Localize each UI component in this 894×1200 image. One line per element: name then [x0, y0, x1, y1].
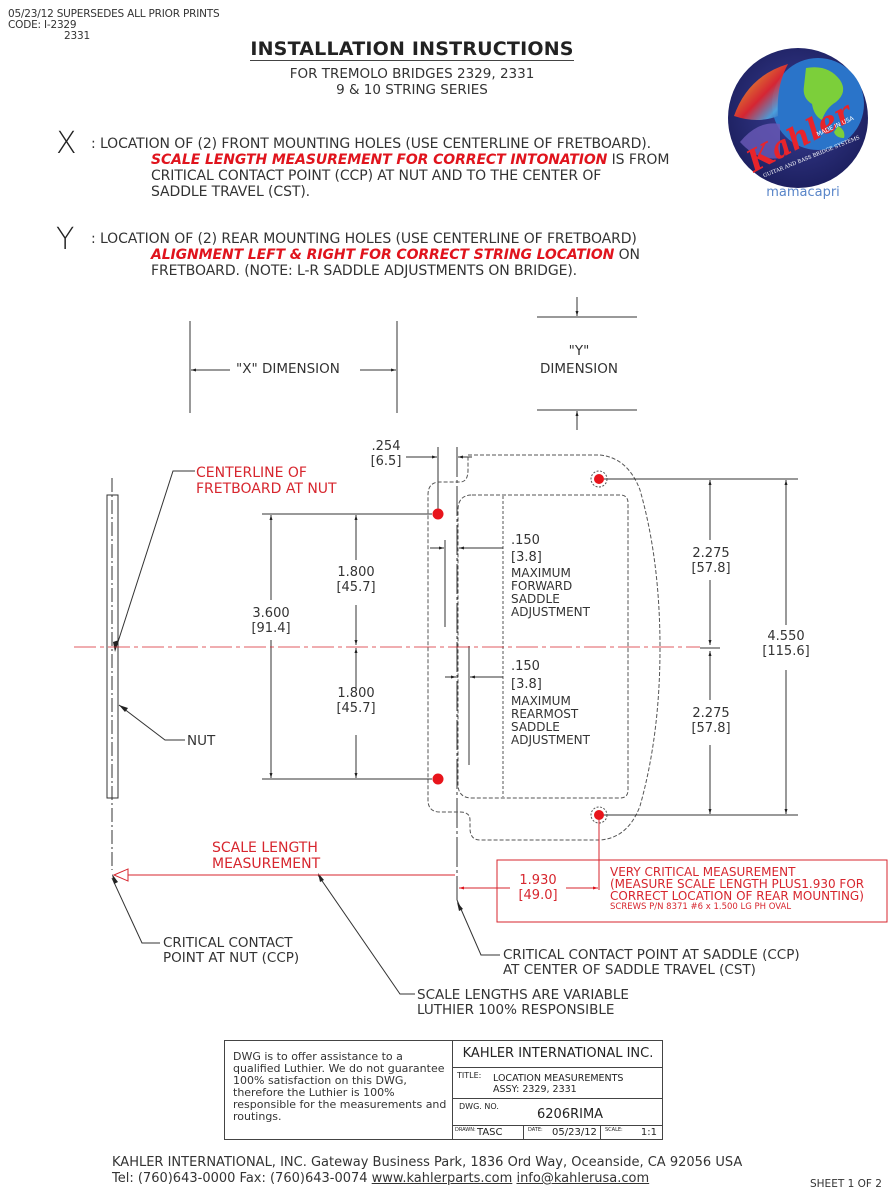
website-link[interactable]: www.kahlerparts.com — [371, 1171, 513, 1186]
code-line-2: 2331 — [64, 30, 90, 42]
dim-1800-top: 1.800[45.7] — [336, 565, 376, 595]
page-subtitle: FOR TREMOLO BRIDGES 2329, 2331 9 & 10 ST… — [289, 66, 535, 98]
ccp-nut-leader — [111, 877, 160, 944]
footer-address: KAHLER INTERNATIONAL, INC. Gateway Busin… — [112, 1155, 743, 1170]
note-x-line1: : LOCATION OF (2) FRONT MOUNTING HOLES (… — [91, 136, 651, 152]
ccp-saddle-label: CRITICAL CONTACT POINT AT SADDLE (CCP) A… — [503, 947, 800, 978]
footer: KAHLER INTERNATIONAL, INC. Gateway Busin… — [112, 1155, 742, 1187]
dim-3600: 3.600[91.4] — [251, 606, 291, 636]
ccp-nut-label: CRITICAL CONTACT POINT AT NUT (CCP) — [163, 935, 300, 966]
rear-hole-top — [594, 474, 604, 484]
x-dimension-label: "X" DIMENSION — [236, 361, 340, 377]
scale-length-label: SCALE LENGTH MEASUREMENT — [212, 840, 321, 872]
dim-2275-bottom: 2.275[57.8] — [691, 706, 731, 736]
title-block: DWG is to offer assistance to a qualifie… — [224, 1040, 663, 1140]
bridge-outline — [427, 454, 661, 841]
nut-leader — [118, 704, 185, 741]
dim-1800-bottom: 1.800[45.7] — [336, 686, 376, 716]
note-y-letter: Y — [56, 222, 75, 257]
note-y-line1: : LOCATION OF (2) REAR MOUNTING HOLES (U… — [91, 231, 637, 247]
nut-label: NUT — [187, 733, 216, 749]
note-x-letter: X — [56, 126, 77, 161]
dim-150-forward: .150 [3.8] MAXIMUM FORWARD SADDLE ADJUST… — [511, 533, 590, 619]
rear-hole-bottom — [594, 810, 604, 820]
dim-254: .254[6.5] — [370, 439, 402, 469]
front-hole-top — [432, 508, 444, 520]
rainbow — [734, 64, 788, 120]
dim-2275-top: 2.275[57.8] — [691, 546, 731, 576]
sheet-number: SHEET 1 OF 2 — [810, 1178, 882, 1190]
dwg-no: 6206RIMA — [537, 1107, 604, 1122]
dim-150-rearmost: .150 [3.8] MAXIMUM REARMOST SADDLE ADJUS… — [511, 659, 590, 747]
dim-4550: 4.550[115.6] — [762, 629, 810, 659]
note-x-line4: SADDLE TRAVEL (CST). — [151, 184, 311, 200]
globe-land — [803, 67, 844, 120]
critical-measurement-note: VERY CRITICAL MEASUREMENT (MEASURE SCALE… — [610, 865, 865, 912]
centerline-leader — [116, 470, 195, 646]
note-x-line2: SCALE LENGTH MEASUREMENT FOR CORRECT INT… — [151, 152, 670, 168]
dim-1930: 1.930[49.0] — [518, 873, 558, 903]
revision-info: 05/23/12 SUPERSEDES ALL PRIOR PRINTS COD… — [8, 8, 220, 42]
y-dimension-label: "Y" DIMENSION — [540, 343, 618, 377]
disclaimer: DWG is to offer assistance to a qualifie… — [233, 1050, 447, 1123]
critical-measurement-box — [496, 859, 888, 923]
logo-watermark: mamacapri — [766, 185, 840, 200]
note-x-line3: CRITICAL CONTACT POINT (CCP) AT NUT AND … — [151, 168, 602, 184]
email-link[interactable]: info@kahlerusa.com — [516, 1171, 650, 1186]
company-name: KAHLER INTERNATIONAL INC. — [453, 1041, 663, 1068]
page-title: INSTALLATION INSTRUCTIONS — [250, 38, 574, 61]
saddle-cavity-outline — [457, 494, 629, 799]
kahler-logo: Kahler MADE IN USA GUITAR AND BASS BRIDG… — [718, 46, 882, 206]
supersedes-line: 05/23/12 SUPERSEDES ALL PRIOR PRINTS — [8, 8, 220, 20]
drawn-date-scale-row: DRAWN: TASC DATE: 05/23/12 SCALE: 1:1 — [455, 1126, 657, 1139]
dwg-no-row: DWG. NO. 6206RIMA — [453, 1099, 663, 1126]
scale-length-arrowhead — [112, 868, 129, 882]
code-line: CODE: I-2329 — [8, 19, 77, 31]
note-y-line2: ALIGNMENT LEFT & RIGHT FOR CORRECT STRIN… — [151, 247, 640, 263]
centerline-label: CENTERLINE OF FRETBOARD AT NUT — [196, 465, 337, 497]
note-y-line3: FRETBOARD. (NOTE: L-R SADDLE ADJUSTMENTS… — [151, 263, 578, 279]
ccp-saddle-leader — [456, 899, 500, 956]
variable-scale-label: SCALE LENGTHS ARE VARIABLE LUTHIER 100% … — [417, 987, 629, 1018]
variable-leader — [317, 874, 415, 995]
footer-contact: Tel: (760)643-0000 Fax: (760)643-0074 ww… — [112, 1171, 650, 1186]
front-hole-bottom — [432, 773, 444, 785]
